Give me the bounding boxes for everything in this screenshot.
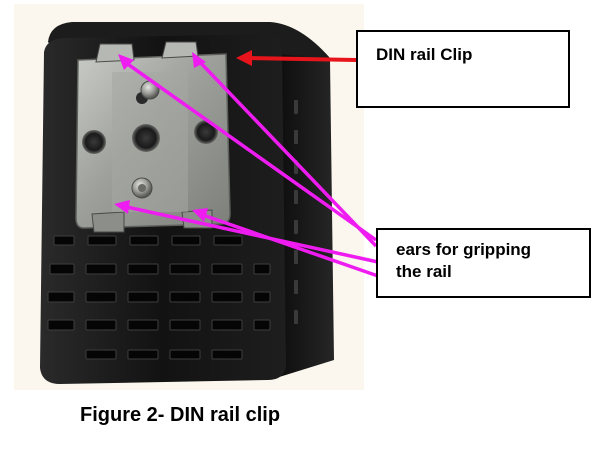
device-photo (14, 4, 379, 390)
din-clip-plate (75, 41, 231, 233)
din-rail-clip-callout: DIN rail Clip (356, 30, 570, 108)
ears-label-line1: ears for gripping (396, 240, 532, 259)
ears-callout: ears for gripping the rail (376, 228, 591, 298)
magenta-pointer-lines (120, 56, 379, 278)
ears-label-line2: the rail (396, 262, 452, 281)
side-ridges (294, 100, 298, 324)
din-rail-clip-label: DIN rail Clip (376, 45, 473, 64)
vent-slots (47, 235, 271, 360)
figure-caption: Figure 2- DIN rail clip (80, 404, 281, 426)
red-pointer-arrow (236, 50, 357, 66)
device-side (270, 30, 334, 378)
figure-area: DIN rail Clip ears for gripping the rail (14, 4, 591, 390)
magenta-pointer-heads (114, 52, 208, 222)
